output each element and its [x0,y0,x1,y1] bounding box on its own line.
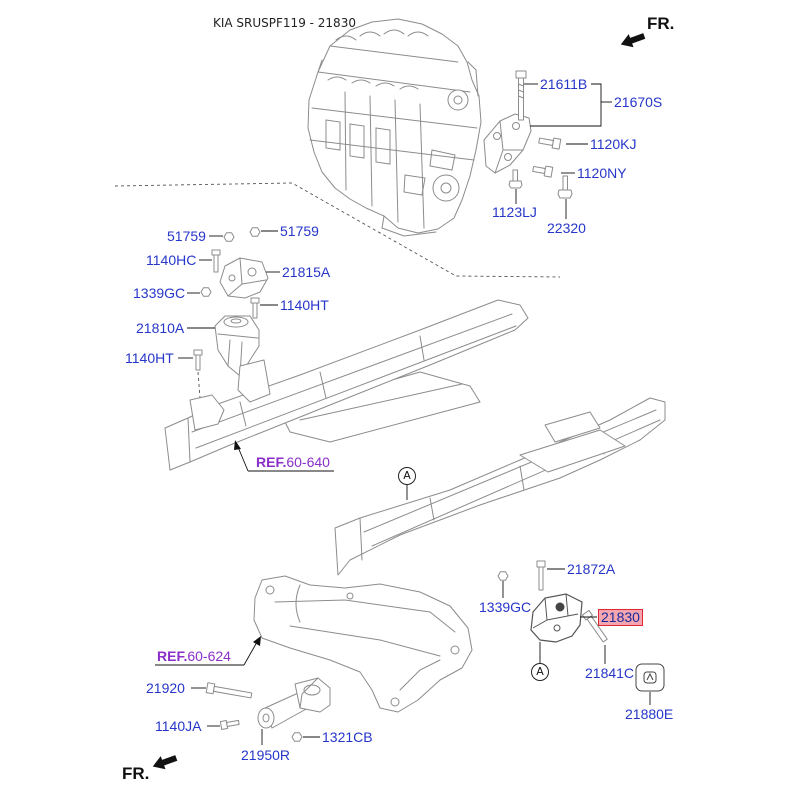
engine-block [307,18,482,237]
nut [497,571,509,581]
part-callout[interactable]: 1140HC [146,252,197,268]
bolt [205,682,253,699]
part-callout[interactable]: 51759 [167,228,206,244]
part-callout[interactable]: 51759 [280,223,319,239]
part-callout[interactable]: 21815A [282,264,331,280]
bolt [538,137,562,150]
part-callout[interactable]: 21920 [146,680,185,696]
part-callout[interactable]: 21841C [585,665,635,681]
stud-bolt [515,70,527,121]
part-callout[interactable]: 21810A [136,320,185,336]
part-callout[interactable]: 1339GC [479,599,532,615]
part-callout[interactable]: 1339GC [133,285,186,301]
bolt [250,297,260,319]
bolt [532,165,554,178]
selected-part-callout[interactable]: 21830 [598,609,643,626]
part-callout[interactable]: 1120NY [577,165,627,181]
front-side-member-left [164,299,529,471]
bolt [193,349,203,371]
reference-code: 60-624 [187,648,231,664]
bolt [581,609,608,643]
section-marker: A [531,663,549,681]
reference-prefix: REF. [256,454,287,470]
front-direction-label: FR. [647,14,675,33]
nut [200,287,212,297]
bolt [536,560,546,591]
part-callout[interactable]: 21611B [540,76,588,92]
front-direction-arrow-icon [620,33,646,48]
front-side-member-crossrail [279,371,481,443]
part-callout[interactable]: 21872A [567,561,616,577]
part-callout[interactable]: 22320 [547,220,586,236]
nut [249,227,261,237]
part-callout[interactable]: 1123LJ [492,204,537,220]
part-callout[interactable]: 1321CB [322,729,373,745]
part-callout[interactable]: 21950R [241,747,291,763]
reference-prefix: REF. [157,648,188,664]
front-direction-label: FR. [122,764,150,783]
bolt [219,719,240,730]
leader-lines [155,83,651,745]
part-callout[interactable]: 21670S [614,94,663,110]
reference-link[interactable]: REF.60-624 [157,648,231,664]
part-callout[interactable]: 1140HT [280,297,329,313]
transmission-mount-bracket [530,593,583,643]
bolt [508,169,523,189]
front-side-member-right [334,397,666,576]
part-callout[interactable]: 21880E [625,706,674,722]
nut [291,732,303,742]
diagram-title: KIA SRUSPF119 - 21830 [213,16,356,30]
part-callout[interactable]: 1140HT [125,350,174,366]
roll-rod-bracket [257,677,331,729]
engine-mount-bracket [219,257,269,299]
reference-link[interactable]: REF.60-640 [256,454,330,470]
reference-code: 60-640 [286,454,330,470]
engine-mounting-support-bracket [483,113,532,174]
section-divider-line [114,182,561,278]
engine-mount-insulator [214,315,260,377]
cover-plate [635,663,665,692]
bolt [211,249,221,273]
front-direction-arrow-icon [152,755,178,770]
nut [223,232,235,242]
bolt [557,175,573,199]
sub-frame [253,575,473,713]
part-callout[interactable]: 1140JA [155,718,202,734]
part-callout[interactable]: 1120KJ [590,136,637,152]
section-marker: A [398,467,416,485]
